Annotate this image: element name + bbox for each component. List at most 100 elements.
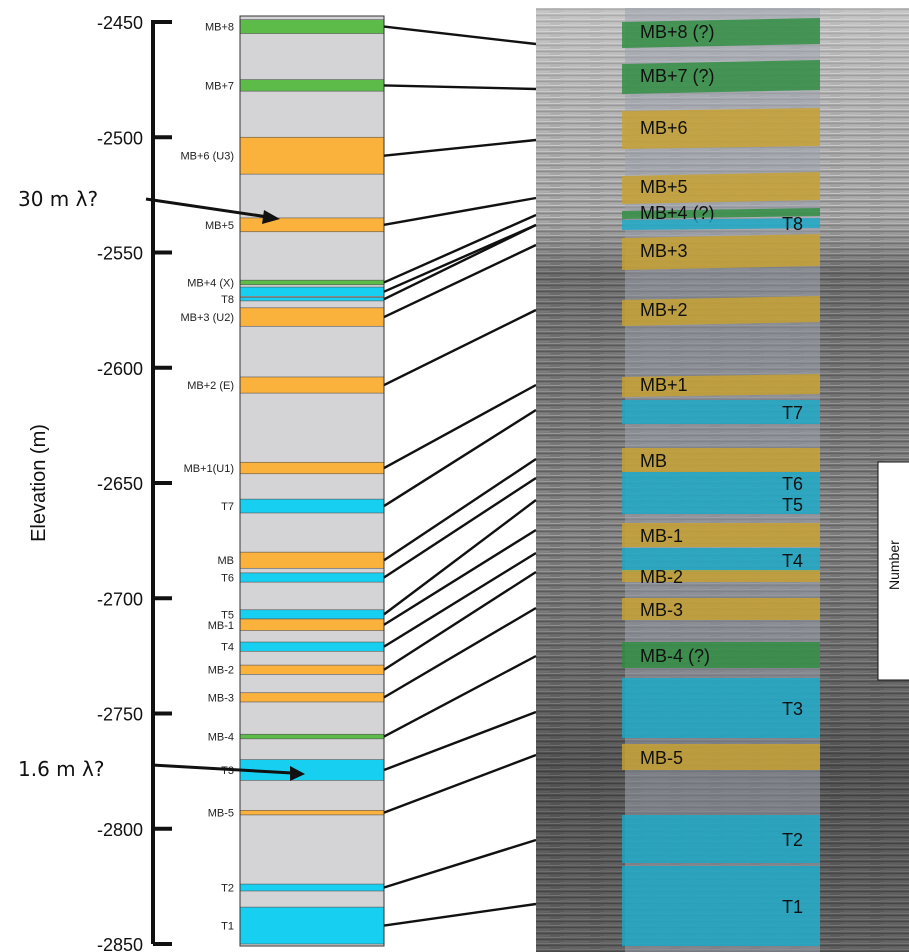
- photo-band-mbplus4: [622, 208, 820, 219]
- correlation-line: [383, 138, 537, 157]
- photo-band-label: T6: [782, 474, 803, 494]
- photo-band-t1: [622, 866, 820, 946]
- photo-band-label: MB+4 (?): [640, 203, 715, 223]
- annotation-1-6m-arrowhead: [290, 766, 305, 781]
- photo-band-label: T7: [782, 403, 803, 423]
- photo-band-label: MB-1: [640, 526, 683, 546]
- y-tick-label: -2550: [97, 244, 143, 264]
- photo-band-mb-3: [622, 598, 820, 620]
- column-unit-label: MB+1(U1): [184, 463, 234, 475]
- photo-band-t2: [622, 815, 820, 863]
- stratigraphic-column-outline: [239, 15, 385, 947]
- column-unit-label: T4: [221, 642, 234, 654]
- correlation-line: [383, 499, 537, 616]
- y-tick-label: -2500: [97, 128, 143, 148]
- column-unit-mb-2: [239, 664, 385, 675]
- correlation-line: [383, 213, 537, 284]
- column-unit-label: T7: [221, 501, 234, 513]
- column-unit-mb: [239, 551, 385, 569]
- correlation-line: [383, 753, 537, 814]
- column-unit-label: MB+4 (X): [187, 277, 234, 289]
- photo-band-mbplus2: [622, 296, 820, 326]
- photo-band-mbplus6: [622, 108, 820, 149]
- column-unit-mbplus6-u3: [239, 136, 385, 175]
- correlation-line: [383, 528, 537, 626]
- photo-band-label: MB+2: [640, 300, 688, 320]
- correlation-line: [383, 196, 537, 227]
- column-unit-label: MB-4: [208, 732, 234, 744]
- photo-band-label: MB-3: [640, 600, 683, 620]
- correlation-line: [383, 570, 537, 671]
- annotation-30m-text: 30 m λ?: [18, 187, 98, 211]
- photo-band-label: MB+5: [640, 177, 688, 197]
- y-tick-label: -2650: [97, 474, 143, 494]
- y-tick-label: -2700: [97, 589, 143, 609]
- photo-band-mb: [622, 448, 820, 472]
- column-unit-unlabeled-5: [239, 286, 385, 297]
- correlation-line: [383, 408, 537, 508]
- column-unit-label: MB: [218, 555, 235, 567]
- column-unit-label: MB+3 (U2): [181, 312, 235, 324]
- photo-band-t5: [622, 494, 820, 514]
- photo-band-label: T8: [782, 214, 803, 234]
- correlation-line: [383, 458, 537, 562]
- column-unit-mbplus2-e: [239, 376, 385, 394]
- photo-band-t3: [622, 678, 820, 738]
- column-unit-label: MB-5: [208, 808, 234, 820]
- column-unit-label: MB+6 (U3): [181, 151, 235, 163]
- y-tick-label: -2600: [97, 359, 143, 379]
- column-unit-label: MB-3: [208, 692, 234, 704]
- photo-band-label: MB-5: [640, 748, 683, 768]
- column-unit-t4: [239, 641, 385, 652]
- photo-band-label: MB+3: [640, 241, 688, 261]
- column-unit-label: MB+5: [205, 220, 234, 232]
- correlation-line: [383, 84, 537, 91]
- column-unit-mbplus7: [239, 79, 385, 92]
- annotation-30m: 30 m λ?: [18, 187, 280, 224]
- column-unit-label: MB+2 (E): [187, 380, 234, 392]
- photo-band-label: MB+1: [640, 375, 688, 395]
- photo-band-t7: [622, 400, 820, 424]
- column-unit-label: T2: [221, 883, 234, 895]
- column-unit-label: T6: [221, 573, 234, 585]
- column-unit-mb-1: [239, 618, 385, 631]
- photo-bands: MB+8 (?)MB+7 (?)MB+6MB+5MB+4 (?)T8MB+3MB…: [622, 18, 820, 946]
- photo-band-label: T4: [782, 551, 803, 571]
- photo-band-label: T3: [782, 699, 803, 719]
- photo-band-label: T2: [782, 830, 803, 850]
- photo-band-label: MB-2: [640, 567, 683, 587]
- column-unit-mb-3: [239, 692, 385, 703]
- correlation-line: [383, 902, 537, 927]
- correlation-line: [383, 25, 537, 46]
- y-tick-label: -2800: [97, 820, 143, 840]
- correlation-line: [383, 606, 537, 699]
- photo-band-label: T5: [782, 495, 803, 515]
- annotation-30m-arrowhead: [262, 210, 280, 224]
- column-unit-label: T8: [221, 294, 234, 306]
- photo-band-mb-4: [622, 642, 820, 668]
- photo-band-mb-1: [622, 523, 820, 547]
- photo-band-mbplus7: [622, 60, 820, 94]
- photo-band-label: MB+8 (?): [640, 22, 715, 42]
- photo-band-mbplus1: [622, 374, 820, 397]
- correlation-line: [383, 223, 537, 301]
- column-unit-t7: [239, 498, 385, 514]
- column-unit-mbplus4-x: [239, 279, 385, 286]
- column-unit-mbplus5: [239, 217, 385, 233]
- column-unit-t2: [239, 883, 385, 892]
- column-unit-t1: [239, 906, 385, 945]
- annotation-1-6m-arrow: [151, 763, 293, 775]
- column-unit-mbplus1-u1: [239, 461, 385, 475]
- y-tick-label: -2750: [97, 705, 143, 725]
- column-unit-t6: [239, 572, 385, 583]
- column-unit-mb-4: [239, 733, 385, 740]
- column-unit-label: MB-1: [208, 620, 234, 632]
- column-unit-label: T5: [221, 609, 234, 621]
- photo-band-t6: [622, 472, 820, 494]
- photo-band-mb-2: [622, 570, 820, 582]
- elevation-axis: -2450-2500-2550-2600-2650-2700-2750-2800…: [97, 13, 172, 952]
- column-unit-label: MB-2: [208, 665, 234, 677]
